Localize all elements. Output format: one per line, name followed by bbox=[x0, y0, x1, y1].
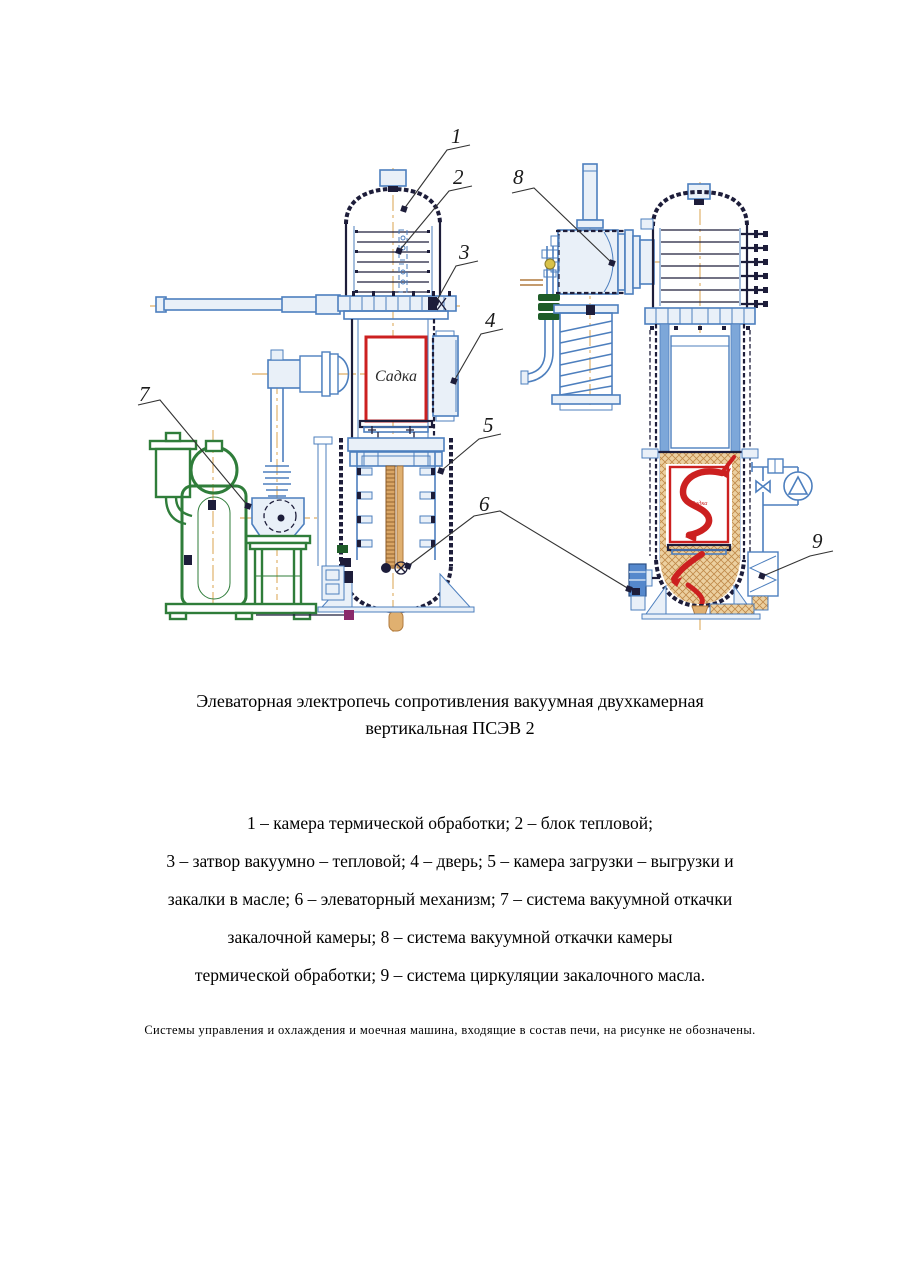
callout-leaders bbox=[137, 144, 834, 593]
caption-line-1: Элеваторная электропечь сопротивления ва… bbox=[196, 691, 704, 711]
legend-line-4: закалочной камеры; 8 – система вакуумной… bbox=[227, 927, 673, 947]
drawing-canvas bbox=[137, 144, 834, 632]
legend-line-3: закалки в масле; 6 – элеваторный механиз… bbox=[167, 889, 733, 909]
furnace-technical-drawing: 1 2 3 4 5 6 7 8 9 Садка Садка bbox=[137, 124, 834, 632]
thermal-vacuum-system bbox=[520, 163, 655, 411]
legend-line-1: 1 – камера термической обработки; 2 – бл… bbox=[246, 813, 653, 833]
callout-1: 1 bbox=[451, 124, 462, 148]
loading-chamber-right bbox=[649, 323, 751, 561]
charge-label-left-view: Садка bbox=[375, 368, 417, 385]
leader-end-markers bbox=[244, 205, 766, 593]
caption-line-2: вертикальная ПСЭВ 2 bbox=[365, 718, 535, 738]
quench-vacuum-pump bbox=[244, 497, 312, 604]
door-drive bbox=[263, 349, 350, 497]
gate-and-arm bbox=[155, 291, 457, 320]
thermal-chamber-right bbox=[640, 183, 768, 330]
legend-line-2: 3 – затвор вакуумно – тепловой; 4 – двер… bbox=[166, 851, 734, 871]
callout-7: 7 bbox=[139, 382, 150, 406]
callout-8: 8 bbox=[513, 165, 524, 189]
callout-3: 3 bbox=[459, 240, 470, 264]
footnote: Системы управления и охлаждения и моечна… bbox=[144, 1023, 756, 1037]
quench-chamber bbox=[317, 426, 475, 632]
callout-5: 5 bbox=[483, 413, 494, 437]
figure-caption: Элеваторная электропечь сопротивления ва… bbox=[0, 688, 900, 742]
elevator-motor bbox=[628, 563, 660, 611]
oil-circulation-system bbox=[709, 458, 813, 615]
oil-tank bbox=[628, 448, 761, 620]
thermal-chamber-left bbox=[344, 169, 442, 300]
callout-9: 9 bbox=[812, 529, 823, 553]
charge-label-right-view: Садка bbox=[690, 500, 708, 507]
elevator-guide bbox=[256, 436, 354, 620]
door bbox=[431, 330, 459, 422]
callout-4: 4 bbox=[485, 308, 496, 332]
legend-line-5: термической обработки; 9 – система цирку… bbox=[194, 965, 706, 985]
heater-bolts bbox=[741, 230, 768, 308]
callout-2: 2 bbox=[453, 165, 464, 189]
callout-6: 6 bbox=[479, 492, 490, 516]
figure-legend: 1 – камера термической обработки; 2 – бл… bbox=[50, 804, 850, 994]
quench-vacuum-tank bbox=[148, 431, 318, 621]
